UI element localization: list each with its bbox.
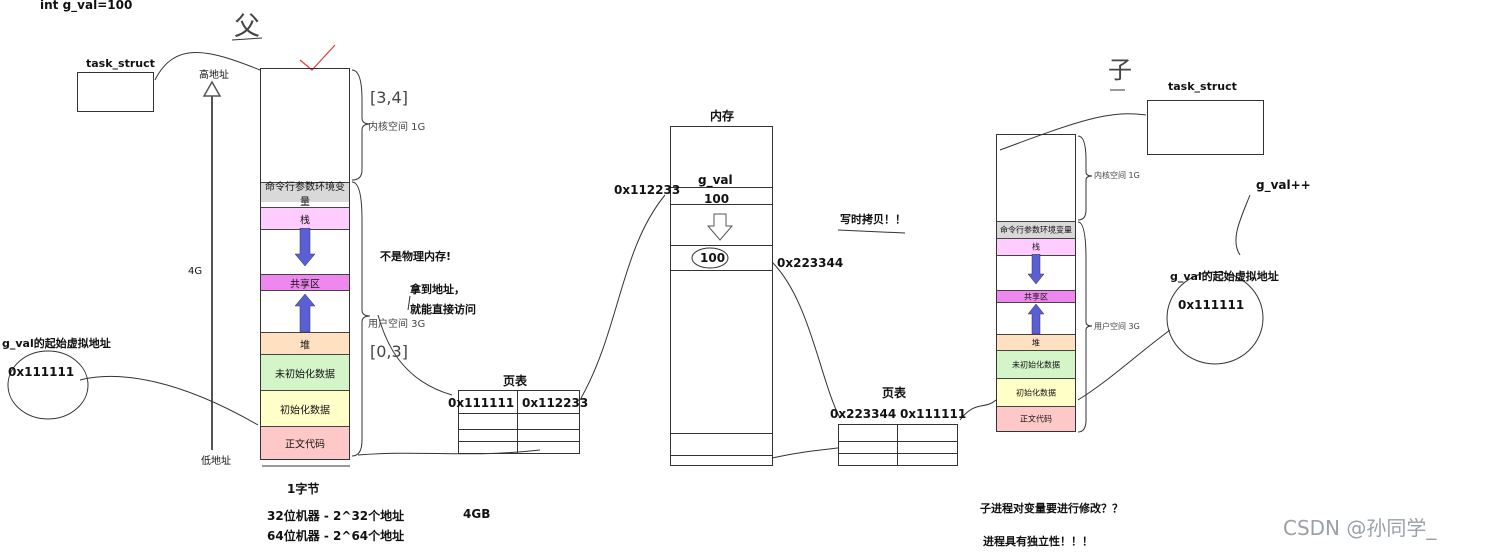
right-seg-stack: 栈	[997, 238, 1075, 255]
memory-copy-arrow	[706, 213, 734, 241]
physical-memory	[670, 126, 773, 466]
memory-addr-1: 0x112233	[614, 183, 681, 197]
memory-gval-label: g_val	[698, 173, 733, 187]
left-pt-physical: 0x112233	[522, 396, 589, 410]
right-page-table-title: 页表	[882, 386, 907, 400]
memory-val-circle	[691, 247, 729, 269]
right-stack-down-arrow-icon	[1027, 254, 1045, 285]
memory-to-right-pt	[771, 261, 841, 419]
task-link-left	[154, 52, 261, 81]
right-seg-bss: 未初始化数据	[997, 350, 1075, 378]
task-link-right	[999, 113, 1147, 151]
left-pt-virtual: 0x111111	[448, 396, 515, 410]
memory-value-2: 100	[700, 251, 726, 265]
left-gval-start-label: g_val的起始虚拟地址	[2, 337, 111, 350]
right-seg-text: 正文代码	[997, 406, 1075, 431]
right-page-table	[838, 424, 958, 466]
get-address-note-2: 就能直接访问	[410, 303, 476, 316]
left-seg-data: 初始化数据	[261, 390, 349, 426]
csdn-watermark: CSDN @孙同学_	[1283, 516, 1437, 540]
memory-to-right-pt-bottom	[771, 447, 839, 459]
left-seg-bss: 未初始化数据	[261, 354, 349, 390]
kernel-brace	[351, 69, 371, 181]
memory-title: 内存	[710, 109, 735, 123]
right-task-struct-box	[1147, 100, 1264, 155]
father-mark: 父	[234, 12, 261, 42]
heap-up-arrow-icon	[294, 294, 316, 333]
left-page-table-title: 页表	[503, 374, 528, 388]
left-gval-address: 0x111111	[8, 365, 75, 379]
right-kernel-brace	[1077, 135, 1093, 221]
copy-on-write-note: 写时拷贝！！	[840, 213, 906, 226]
right-kernel-space-label: 内核空间 1G	[1094, 171, 1140, 180]
left-seg-shared: 共享区	[261, 274, 349, 290]
left-gval-link	[79, 375, 259, 426]
gval-increment-label: g_val++	[1256, 178, 1311, 192]
right-gval-start-label: g_val的起始虚拟地址	[1170, 270, 1279, 283]
cow-underline	[837, 229, 906, 234]
stack-down-arrow-icon	[294, 228, 316, 267]
right-task-struct-label: task_struct	[1168, 80, 1237, 93]
child-mark: 子	[1108, 56, 1132, 84]
low-address-label: 低地址	[201, 456, 231, 467]
right-seg-args: 命令行参数环境变量	[997, 221, 1075, 238]
byte-label: 1字节	[287, 482, 320, 496]
gval-declaration: int g_val=100	[40, 0, 133, 12]
left-seg-args: 命令行参数环境变量	[261, 182, 349, 208]
right-user-space-label: 用户空间 3G	[1094, 322, 1140, 331]
left-user-space-label: 用户空间 3G	[368, 319, 426, 330]
bits32-label: 32位机器 - 2^32个地址	[267, 509, 405, 523]
left-task-struct-box	[77, 72, 154, 112]
memory-value-1: 100	[704, 192, 730, 206]
right-pt-virtual: 0x111111	[900, 407, 967, 421]
left-gval-circle	[7, 350, 89, 420]
right-seg-heap: 堆	[997, 334, 1075, 350]
father-underline	[231, 37, 263, 41]
right-gval-circle	[1166, 271, 1264, 365]
text-to-pt-link	[357, 449, 541, 456]
get-address-note-1: 拿到地址，	[410, 283, 465, 296]
high-address-label: 高地址	[199, 70, 229, 81]
right-seg-data: 初始化数据	[997, 378, 1075, 406]
right-gval-address: 0x111111	[1178, 298, 1245, 312]
left-seg-stack: 栈	[261, 207, 349, 229]
right-pt-physical: 0x223344	[830, 407, 897, 421]
memory-addr-2: 0x223344	[777, 256, 844, 270]
process-independence-note: 进程具有独立性！！！	[983, 535, 1093, 548]
user-range-mark: [0,3]	[370, 342, 408, 361]
left-seg-text: 正文代码	[261, 426, 349, 459]
left-kernel-space-label: 内核空间 1G	[368, 122, 426, 133]
address-axis-arrowhead	[202, 80, 222, 97]
right-user-brace	[1077, 221, 1093, 433]
link-to-page-table	[377, 314, 453, 396]
pt-to-memory-link	[579, 194, 666, 401]
total-4gb-label: 4GB	[463, 507, 491, 521]
gval-pp-link	[1235, 194, 1251, 256]
child-modify-question: 子进程对变量要进行修改？？	[980, 502, 1123, 515]
not-physical-note: 不是物理内存!	[380, 250, 452, 263]
right-heap-up-arrow-icon	[1027, 304, 1045, 335]
right-seg-shared: 共享区	[997, 290, 1075, 302]
left-page-table	[458, 390, 580, 454]
right-gval-link	[1077, 329, 1171, 401]
left-task-struct-label: task_struct	[86, 57, 155, 70]
user-brace	[351, 181, 371, 457]
size-4g-label: 4G	[188, 266, 203, 277]
kernel-range-mark: [3,4]	[370, 88, 408, 107]
bits64-label: 64位机器 - 2^64个地址	[267, 529, 405, 543]
link-annotation	[407, 295, 411, 311]
red-check-mark	[299, 44, 336, 71]
left-seg-heap: 堆	[261, 332, 349, 354]
right-pt-link	[959, 399, 997, 421]
